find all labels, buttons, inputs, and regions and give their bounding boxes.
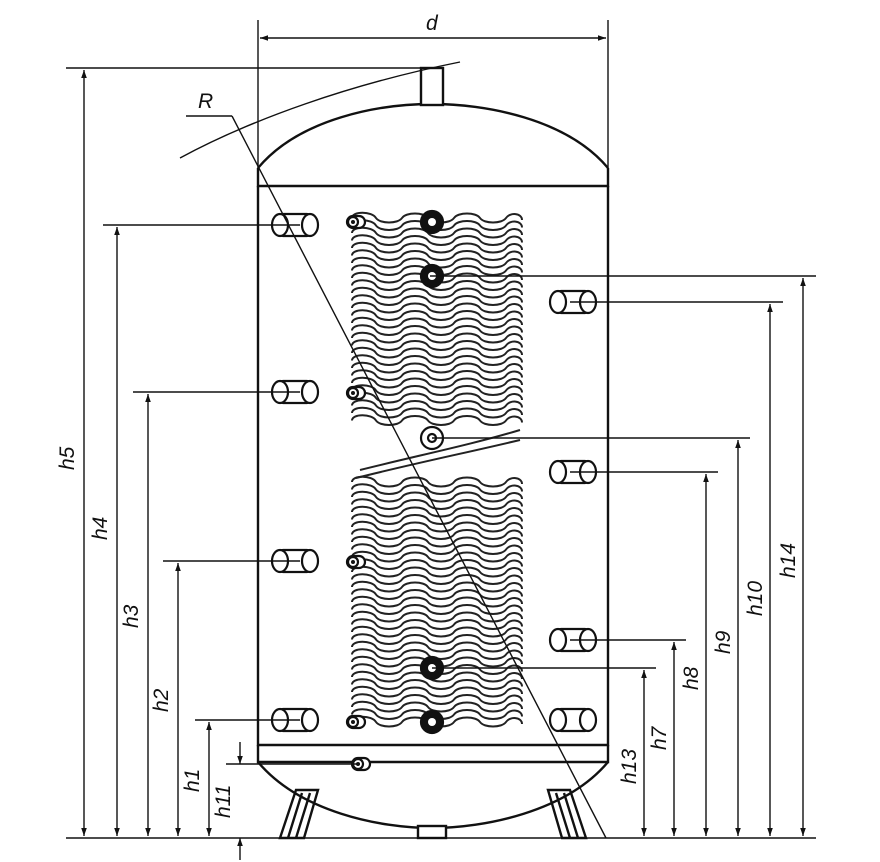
coil-loop [351, 279, 523, 291]
coil-transition [355, 429, 521, 479]
coil-loop [351, 565, 523, 578]
lower-coil [351, 475, 523, 728]
leg-left [278, 788, 320, 840]
coil-loop [351, 331, 523, 344]
coil-loop [351, 346, 523, 359]
coil-loop [351, 490, 523, 503]
coil-loop [351, 301, 523, 314]
coil-loop [351, 558, 523, 570]
label-R: R [198, 90, 213, 113]
top-dome [257, 102, 609, 169]
bottom-drain [416, 824, 448, 840]
coil-loop [351, 513, 523, 525]
coil-loop [351, 625, 523, 638]
heat-exchanger-coils [351, 211, 523, 728]
coil-loop [351, 535, 523, 548]
coil-loop [351, 595, 523, 608]
coil-loop [351, 316, 523, 329]
coil-loop [351, 475, 523, 488]
coil-loop [351, 573, 523, 585]
coil-loop [351, 618, 523, 630]
dimension-labels: d R h5 h4 h3 h2 h1 h11 h13 h7 h8 h9 h10 … [56, 12, 800, 818]
sensor-port-1 [345, 214, 367, 230]
coil-loop [351, 406, 523, 419]
coil-loop [351, 640, 523, 653]
coil-port-5 [419, 709, 445, 735]
coil-loop [351, 234, 523, 246]
coil-loop [351, 369, 523, 381]
coil-loop [351, 693, 523, 705]
coil-loop [351, 399, 523, 411]
coil-loop [351, 550, 523, 563]
coil-loop [351, 361, 523, 374]
label-h1: h1 [181, 769, 204, 792]
coil-loop [351, 391, 523, 404]
ports [270, 209, 598, 772]
coil-loop [351, 309, 523, 321]
coil-loop [351, 520, 523, 533]
coil-loop [351, 648, 523, 660]
coil-loop [351, 226, 523, 239]
coil-loop [351, 603, 523, 615]
upper-coil [351, 211, 523, 426]
coil-loop [351, 505, 523, 518]
dimension-lines [66, 20, 816, 860]
sensor-port-3 [345, 554, 367, 570]
coil-loop [351, 241, 523, 254]
radius-indicator [179, 61, 607, 839]
coil-loop [351, 324, 523, 336]
coil-loop [351, 286, 523, 299]
coil-loop [351, 528, 523, 540]
label-h10: h10 [744, 581, 767, 616]
coil-loop [351, 580, 523, 593]
coil-loop [351, 483, 523, 495]
coil-loop [351, 384, 523, 396]
label-h2: h2 [150, 688, 173, 712]
label-d: d [426, 12, 439, 35]
coil-loop [351, 498, 523, 510]
label-h13: h13 [618, 749, 641, 784]
leg-right [546, 788, 588, 840]
coil-loop [351, 678, 523, 690]
sensor-port-4 [345, 714, 367, 730]
coil-loop [351, 294, 523, 306]
coil-loop [351, 376, 523, 389]
right-port-4 [548, 707, 598, 733]
coil-loop [351, 670, 523, 683]
coil-port-1 [419, 209, 445, 235]
coil-loop [351, 685, 523, 698]
coil-loop [351, 414, 523, 426]
label-h4: h4 [89, 517, 112, 540]
coil-loop [351, 610, 523, 623]
shell [256, 186, 610, 747]
label-h8: h8 [680, 666, 703, 690]
coil-loop [351, 354, 523, 366]
coil-loop [351, 700, 523, 713]
top-nozzle [419, 66, 445, 107]
coil-loop [351, 588, 523, 600]
coil-loop [351, 249, 523, 261]
coil-loop [351, 339, 523, 351]
coil-loop [351, 256, 523, 269]
label-h14: h14 [777, 543, 800, 578]
label-h9: h9 [712, 630, 735, 654]
label-h7: h7 [648, 725, 671, 750]
label-h11: h11 [212, 785, 235, 818]
label-h5: h5 [56, 446, 79, 470]
coil-loop [351, 543, 523, 555]
label-h3: h3 [120, 604, 143, 628]
sensor-port-2 [345, 385, 367, 401]
